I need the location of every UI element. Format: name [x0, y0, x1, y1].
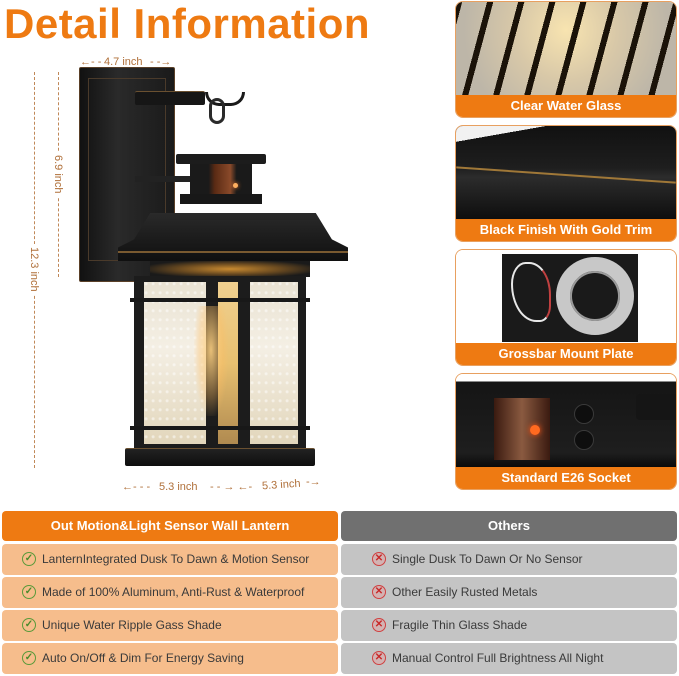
sensor-led-icon	[530, 425, 540, 435]
feature-caption: Clear Water Glass	[456, 95, 676, 117]
comparison-row-ours: ✓Auto On/Off & Dim For Energy Saving	[2, 643, 338, 674]
comparison-row-others: ✕Other Easily Rusted Metals	[341, 577, 677, 608]
dim-width-bottom-right: 5.3 inch	[261, 477, 301, 493]
cross-icon: ✕	[372, 584, 386, 599]
glass-cage	[130, 276, 310, 452]
feature-panel-socket: Standard E26 Socket	[455, 373, 677, 490]
dim-width-top: 4.7 inch	[104, 56, 143, 68]
cross-icon: ✕	[372, 650, 386, 665]
cross-icon: ✕	[372, 551, 386, 566]
comparison-header-ours: Out Motion&Light Sensor Wall Lantern	[2, 511, 338, 541]
comparison-row-others: ✕Single Dusk To Dawn Or No Sensor	[341, 544, 677, 575]
feature-panel-mount: Grossbar Mount Plate	[455, 249, 677, 366]
feature-panel-glass: Clear Water Glass	[455, 1, 677, 118]
sensor-socket-detail-icon	[456, 374, 676, 467]
water-glass-detail-icon	[456, 2, 676, 95]
check-icon: ✓	[22, 584, 36, 599]
lantern-base	[125, 448, 315, 466]
check-icon: ✓	[22, 551, 36, 566]
dim-width-top-arrow-icon: ←- -	[80, 56, 102, 68]
check-icon: ✓	[22, 617, 36, 632]
lantern-roof	[118, 213, 348, 261]
comparison-header-others: Others	[341, 511, 677, 541]
comparison-row-others: ✕Fragile Thin Glass Shade	[341, 610, 677, 641]
motion-sensor	[190, 164, 252, 194]
comparison-row-others: ✕Manual Control Full Brightness All Nigh…	[341, 643, 677, 674]
screw-icon	[574, 404, 594, 424]
comparison-row-ours: ✓Unique Water Ripple Gass Shade	[2, 610, 338, 641]
feature-caption: Standard E26 Socket	[456, 467, 676, 489]
hanging-ring	[209, 98, 225, 124]
feature-caption: Black Finish With Gold Trim	[456, 219, 676, 241]
comparison-row-ours: ✓Made of 100% Aluminum, Anti-Rust & Wate…	[2, 577, 338, 608]
black-finish-detail-icon	[456, 126, 676, 219]
dim-width-bottom-left: 5.3 inch	[159, 481, 198, 493]
mounting-arm	[135, 91, 205, 105]
cross-icon: ✕	[372, 617, 386, 632]
page-title: Detail Information	[4, 0, 371, 47]
feature-panel-finish: Black Finish With Gold Trim	[455, 125, 677, 242]
check-icon: ✓	[22, 650, 36, 665]
mount-plate-detail-icon	[456, 250, 676, 343]
dim-height-upper: 6.9 inch	[52, 152, 64, 197]
comparison-row-ours: ✓LanternIntegrated Dusk To Dawn & Motion…	[2, 544, 338, 575]
lantern-product-image: ←- - 4.7 inch - -→ 6.9 inch 12.3 inch ←-…	[0, 0, 450, 505]
dim-height-total: 12.3 inch	[28, 244, 40, 295]
bulb-glow	[194, 306, 228, 416]
dim-arrow-right-icon: - -→	[150, 56, 172, 68]
screw-icon	[574, 430, 594, 450]
sensor-led-icon	[233, 183, 238, 188]
feature-caption: Grossbar Mount Plate	[456, 343, 676, 365]
